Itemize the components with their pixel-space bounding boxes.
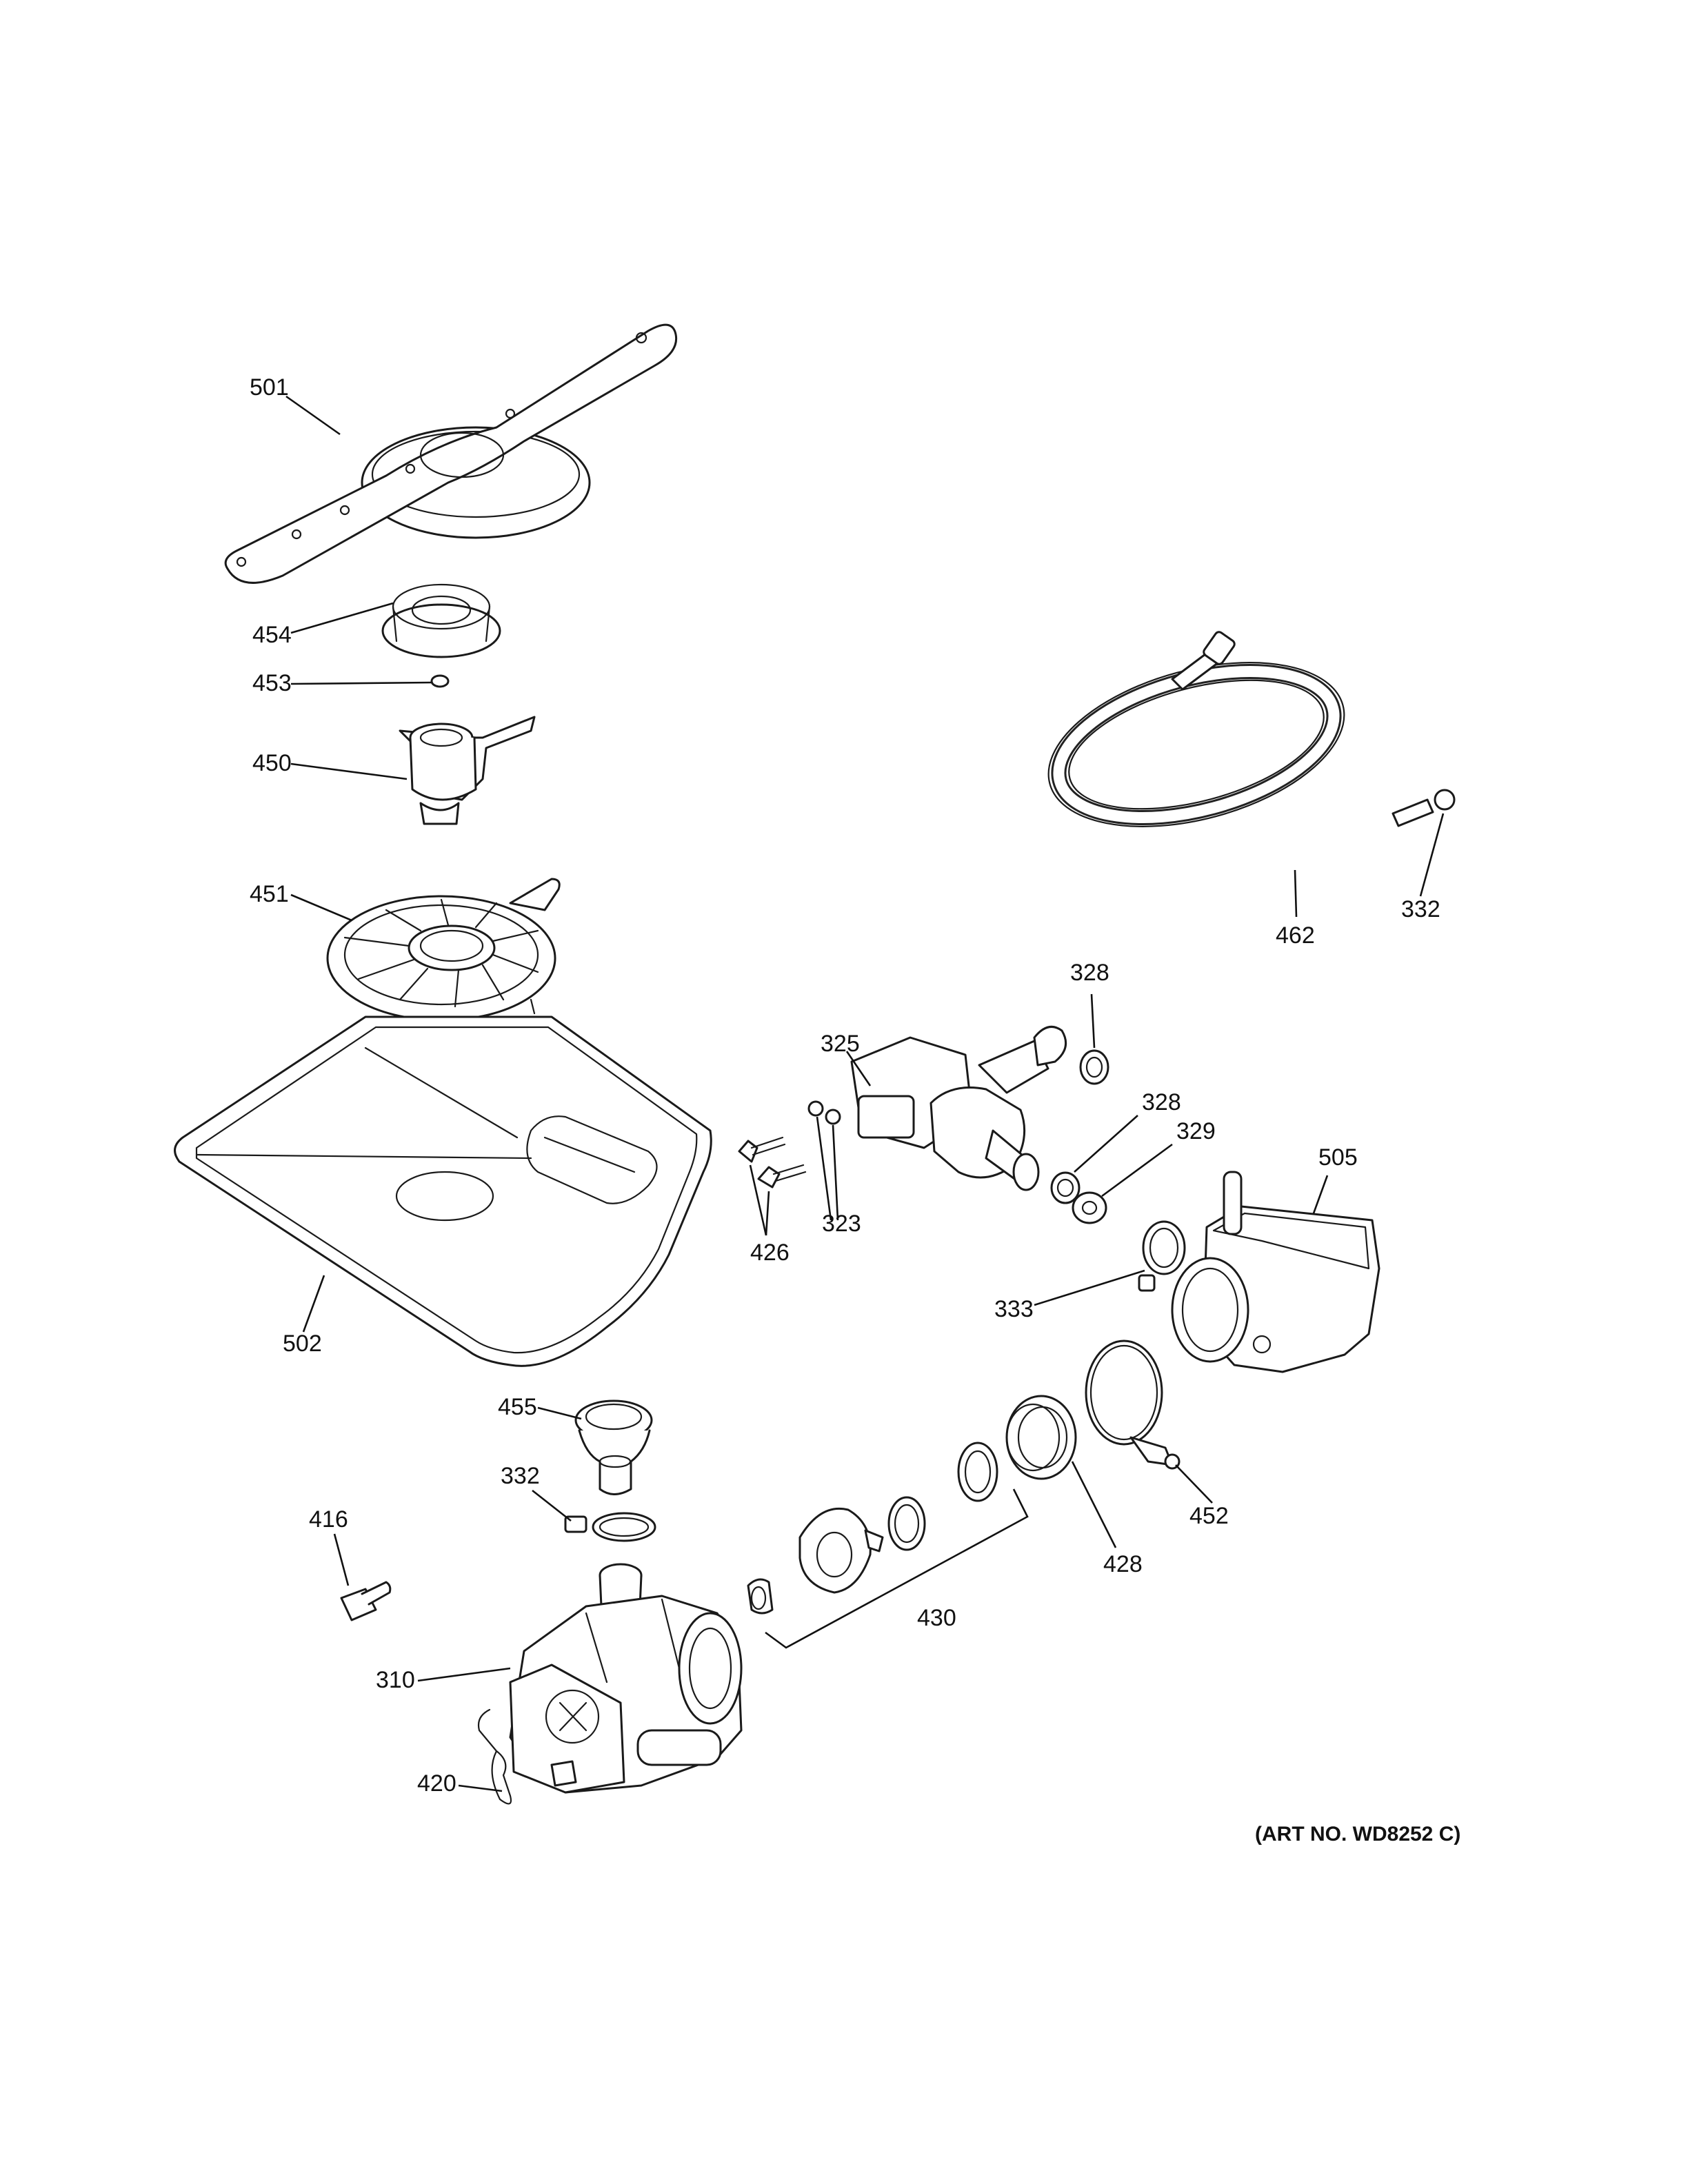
callout-455: 455: [498, 1394, 537, 1420]
callout-451: 451: [250, 881, 289, 907]
hose-clamp-332-left: [564, 1512, 656, 1542]
leader-lines: [285, 395, 1445, 1792]
callout-333: 333: [994, 1296, 1034, 1322]
water-valve-325: [850, 1025, 1067, 1191]
callout-labels: 501 454 453 450 451 502 455 332 416 310 …: [250, 374, 1440, 1797]
o-ring-453: [430, 674, 450, 688]
clamp-452: [1085, 1339, 1180, 1470]
callout-325: 325: [821, 1031, 860, 1057]
callout-332-left: 332: [501, 1463, 540, 1489]
seal-428: [1005, 1395, 1077, 1480]
callout-453: 453: [252, 670, 292, 696]
manifold-450: [399, 716, 536, 825]
callout-310: 310: [376, 1667, 415, 1693]
spray-arm-501: [224, 323, 678, 584]
callout-454: 454: [252, 622, 292, 648]
hose-clamp-333: [1138, 1220, 1186, 1292]
screw-416: [340, 1581, 392, 1621]
washer-328-lower-inner: [1056, 1178, 1074, 1197]
sump-505: [1171, 1171, 1380, 1373]
callout-416: 416: [309, 1506, 348, 1533]
pump-motor-310: [509, 1563, 743, 1794]
callout-501: 501: [250, 374, 289, 401]
sump-tray-502: [174, 1015, 712, 1367]
screws-426: [738, 1136, 807, 1189]
washer-328-upper: [1079, 1049, 1109, 1085]
callout-329: 329: [1176, 1118, 1216, 1144]
callout-332-right: 332: [1401, 896, 1440, 922]
nut-329: [1072, 1191, 1107, 1224]
drain-adapter-455: [574, 1399, 653, 1495]
callout-505: 505: [1318, 1144, 1358, 1171]
callout-426: 426: [750, 1240, 790, 1266]
callout-462: 462: [1276, 922, 1315, 949]
wire-clip-420: [477, 1708, 512, 1805]
washers-323: [807, 1100, 841, 1125]
callout-452: 452: [1189, 1503, 1229, 1529]
callout-430: 430: [917, 1605, 956, 1631]
callout-450: 450: [252, 750, 292, 776]
filter-451: [326, 878, 561, 1035]
washer-328-upper-inner: [1085, 1056, 1103, 1078]
callout-328-lower: 328: [1142, 1089, 1181, 1115]
drain-hose-462: [1047, 631, 1456, 827]
callout-328-upper: 328: [1070, 960, 1109, 986]
washer-328-lower: [1050, 1171, 1081, 1204]
callout-323: 323: [822, 1211, 861, 1237]
impeller-kit-430: [747, 1442, 998, 1615]
art-number: (ART NO. WD8252 C): [1255, 1823, 1460, 1846]
callout-420: 420: [417, 1770, 456, 1797]
bearing-ring-454: [381, 583, 501, 658]
callout-428: 428: [1103, 1551, 1143, 1577]
callout-502: 502: [283, 1331, 322, 1357]
